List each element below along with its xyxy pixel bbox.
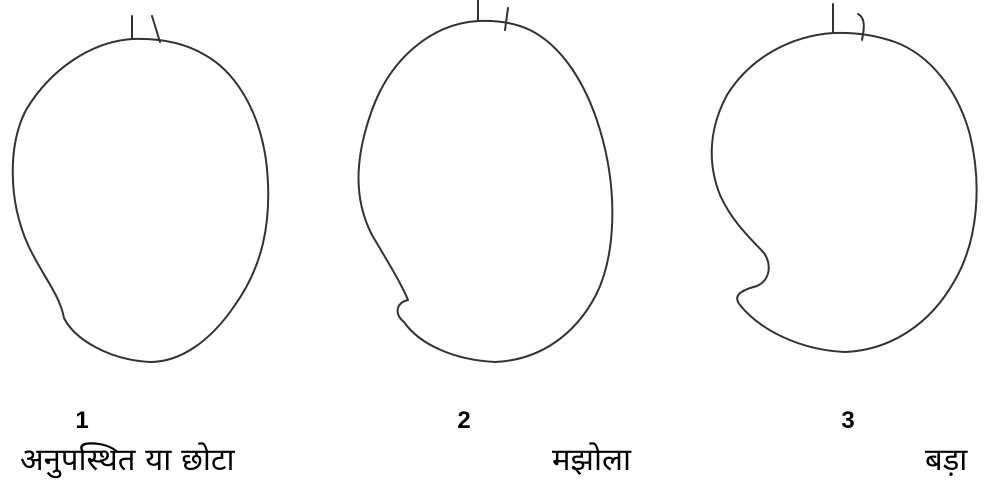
figure-caption-2: मझोला — [552, 440, 631, 480]
fruit-outline-2-stalk-right — [505, 8, 508, 30]
fruit-outline-3 — [712, 4, 977, 352]
figure-number-1: 1 — [62, 407, 102, 435]
fruit-outline-3-body — [712, 33, 977, 352]
fruit-outline-2-body — [359, 21, 613, 362]
figure-caption-1: अनुपस्थित या छोटा — [20, 440, 235, 480]
fruit-outline-2 — [359, 0, 613, 362]
fruit-outline-1-body — [13, 39, 269, 362]
figure-number-3: 3 — [828, 407, 868, 435]
fruit-outlines-figure — [0, 0, 992, 400]
fruit-outline-1-stalk-right — [152, 16, 160, 42]
figure-caption-3: बड़ा — [925, 440, 967, 480]
figure-number-2: 2 — [444, 407, 484, 435]
fruit-outline-1 — [13, 16, 269, 362]
fruit-outline-3-stalk-right — [858, 14, 864, 40]
